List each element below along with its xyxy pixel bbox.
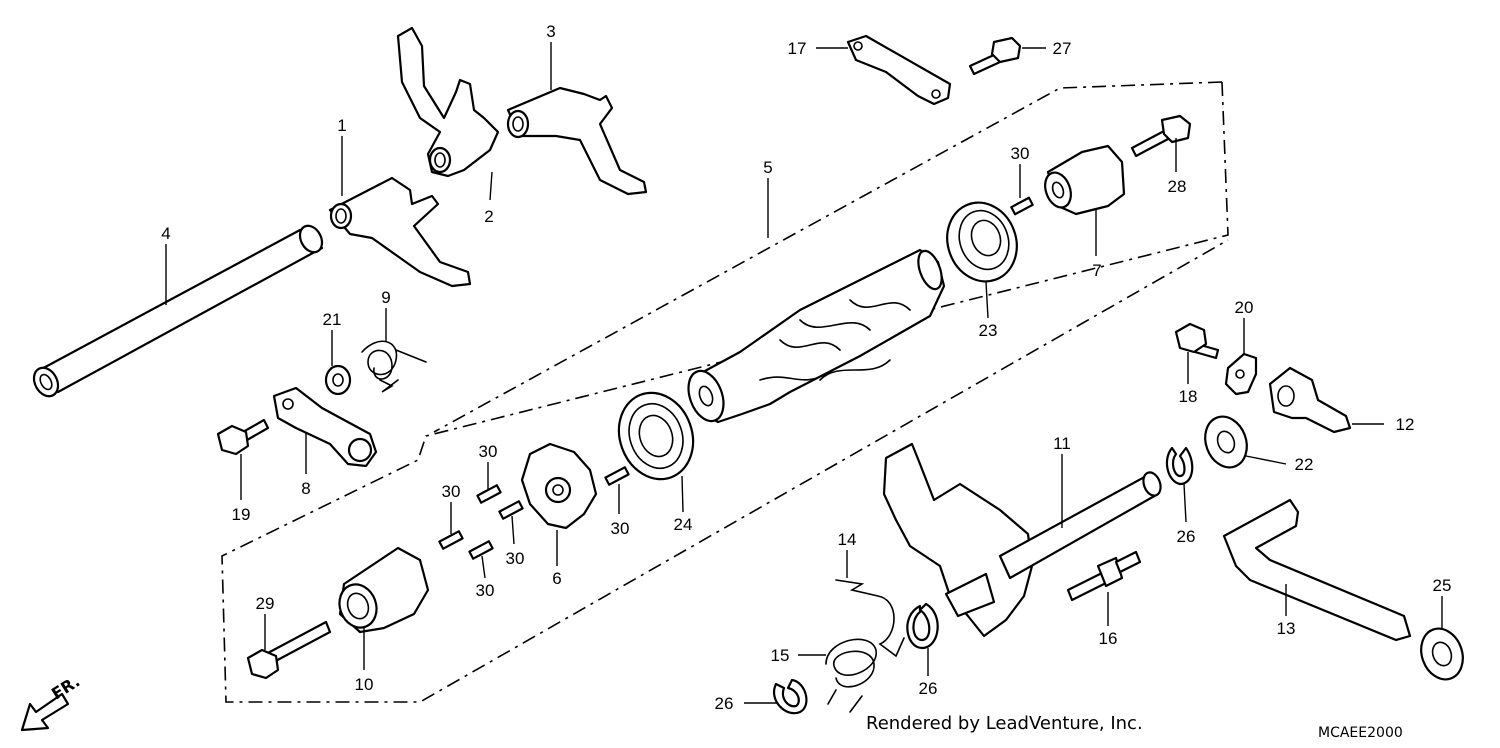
callout-13: 13 <box>1277 619 1296 638</box>
part-shift-fork-2[interactable] <box>396 26 500 178</box>
callout-14: 14 <box>838 530 857 549</box>
part-shift-drum[interactable] <box>682 248 946 426</box>
part-stopper-plate-17[interactable] <box>846 34 952 106</box>
callout-28: 28 <box>1168 177 1187 196</box>
part-oil-seal-25[interactable] <box>1414 623 1469 686</box>
diagram-code: MCAEE2000 <box>1318 725 1403 741</box>
callout-21: 21 <box>323 310 342 329</box>
part-shift-arm-12[interactable] <box>1268 366 1352 434</box>
callout-30-top: 30 <box>1011 144 1030 163</box>
part-bolt-18[interactable] <box>1174 322 1220 360</box>
render-credit: Rendered by LeadVenture, Inc. <box>866 713 1143 734</box>
part-spring-14[interactable] <box>835 579 905 658</box>
callout-22: 22 <box>1295 455 1314 474</box>
callout-24: 24 <box>674 515 693 534</box>
part-fork-shaft[interactable] <box>29 222 326 400</box>
callout-7: 7 <box>1092 261 1101 280</box>
callout-19: 19 <box>232 505 251 524</box>
part-bolt-19[interactable] <box>216 418 270 456</box>
callout-16: 16 <box>1099 629 1118 648</box>
part-bearing-24[interactable] <box>607 382 705 489</box>
callout-3: 3 <box>546 22 555 41</box>
front-direction-arrow: FR. <box>20 672 83 732</box>
callout-30-e: 30 <box>476 581 495 600</box>
part-drum-cam-10[interactable] <box>334 546 430 634</box>
callout-27: 27 <box>1053 39 1072 58</box>
callout-12: 12 <box>1396 415 1415 434</box>
part-shift-shaft-13[interactable] <box>1222 498 1412 642</box>
part-bolt-29[interactable] <box>246 620 332 680</box>
callout-26-middle: 26 <box>919 679 938 698</box>
callout-2: 2 <box>484 207 493 226</box>
callout-17: 17 <box>788 39 807 58</box>
callout-30-a: 30 <box>479 442 498 461</box>
part-bolt-27[interactable] <box>968 36 1022 76</box>
callout-26-top: 26 <box>1177 527 1196 546</box>
part-shift-fork-1[interactable] <box>328 176 472 288</box>
part-gearshift-spindle-11[interactable] <box>882 442 1164 638</box>
part-spring-15[interactable] <box>825 638 877 713</box>
callout-29: 29 <box>256 594 275 613</box>
part-stud-bolt-16[interactable] <box>1066 550 1142 602</box>
part-star-plate-6[interactable] <box>520 442 598 530</box>
callout-10: 10 <box>355 675 374 694</box>
part-circlips[interactable] <box>773 446 1194 715</box>
callout-9: 9 <box>381 288 390 307</box>
part-shift-fork-3[interactable] <box>506 86 648 196</box>
callout-1: 1 <box>337 116 346 135</box>
callout-23: 23 <box>979 321 998 340</box>
callout-4: 4 <box>161 224 170 243</box>
part-spring-9[interactable] <box>361 340 427 393</box>
part-drum-center-7[interactable] <box>1041 144 1126 216</box>
part-washer-21[interactable] <box>324 364 352 396</box>
part-plate-20[interactable] <box>1224 352 1258 396</box>
part-bearing-23[interactable] <box>936 193 1027 291</box>
callout-15: 15 <box>771 646 790 665</box>
part-stopper-arm-8[interactable] <box>272 386 378 468</box>
callout-26-bottom: 26 <box>715 694 734 713</box>
callout-18: 18 <box>1179 387 1198 406</box>
leader-lines <box>165 42 1443 704</box>
callout-8: 8 <box>301 479 310 498</box>
callout-30-c: 30 <box>611 519 630 538</box>
front-label: FR. <box>48 672 83 704</box>
callout-25: 25 <box>1433 576 1452 595</box>
callout-30-b: 30 <box>442 482 461 501</box>
part-bolt-28[interactable] <box>1130 114 1192 158</box>
assembly-boundary <box>221 81 1229 703</box>
callout-6: 6 <box>552 569 561 588</box>
part-washer-22[interactable] <box>1198 411 1253 474</box>
callout-labels: 1 2 3 4 5 6 7 8 9 10 11 12 13 14 15 16 1… <box>161 22 1451 713</box>
callout-11: 11 <box>1053 434 1071 453</box>
part-dowel-pins[interactable] <box>438 196 1034 560</box>
callout-5: 5 <box>763 158 772 177</box>
callout-20: 20 <box>1235 298 1254 317</box>
callout-30-d: 30 <box>506 549 525 568</box>
